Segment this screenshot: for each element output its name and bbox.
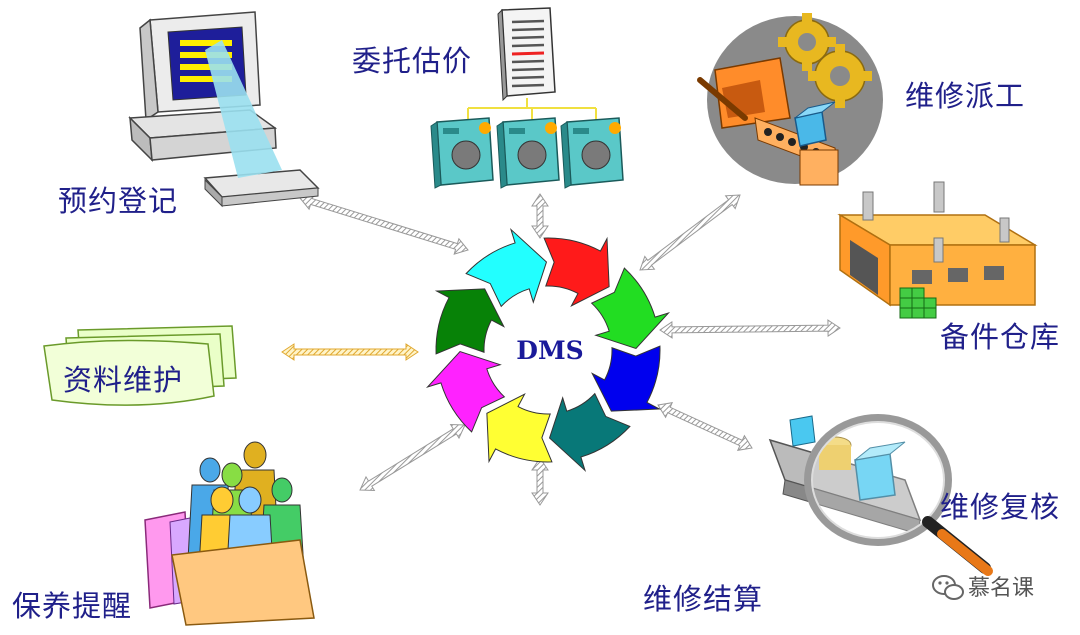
- cycle-arrow-segment: [425, 350, 506, 433]
- printer-icon: [496, 117, 560, 189]
- reservation-label: 预约登记: [58, 184, 179, 218]
- double-arrow-connector: [531, 457, 549, 506]
- double-arrow-connector: [281, 343, 419, 361]
- cycle-arrow-segment: [543, 236, 610, 307]
- printer-icon: [430, 117, 494, 189]
- printer-icon: [560, 117, 624, 189]
- cycle-arrow-segment: [465, 227, 548, 308]
- maintenance-reminder-label: 保养提醒: [12, 589, 133, 623]
- dispatch-machine-icon: [697, 13, 883, 186]
- estimate-document-icon: [467, 7, 597, 122]
- watermark: 慕名课: [928, 570, 1034, 602]
- repair-settlement-label: 维修结算: [643, 582, 764, 616]
- cycle-arrow-segment: [548, 392, 631, 473]
- double-arrow-connector: [659, 319, 841, 339]
- dispatch-label: 维修派工: [905, 79, 1026, 113]
- documents-stack-icon: [43, 325, 237, 406]
- watermark-text: 慕名课: [968, 576, 1035, 601]
- cycle-arrow-segment: [591, 345, 662, 412]
- double-arrow-connector: [531, 193, 549, 239]
- cycle-arrow-segment: [590, 267, 671, 350]
- double-arrow-connector: [299, 193, 469, 255]
- dms-center-label: DMS: [516, 336, 584, 365]
- dms-cycle-ring: [425, 227, 671, 473]
- review-magnifier-icon: [768, 414, 993, 576]
- cycle-arrow-segment: [486, 393, 553, 464]
- connector-arrows: [281, 193, 841, 506]
- warehouse-icon: [837, 181, 1038, 319]
- customer-folder-icon: [144, 441, 315, 626]
- cycle-arrow-segment: [434, 288, 505, 355]
- data-maintenance-label: 资料维护: [63, 363, 184, 397]
- repair-review-label: 维修复核: [940, 490, 1061, 524]
- double-arrow-connector: [359, 423, 466, 492]
- estimate-label: 委托估价: [352, 44, 473, 78]
- double-arrow-connector: [639, 194, 741, 271]
- printer-icons: [430, 117, 624, 189]
- computer-icon: [128, 11, 320, 208]
- wechat-icon: [932, 575, 964, 600]
- parts-warehouse-label: 备件仓库: [940, 320, 1061, 354]
- double-arrow-connector: [657, 402, 753, 451]
